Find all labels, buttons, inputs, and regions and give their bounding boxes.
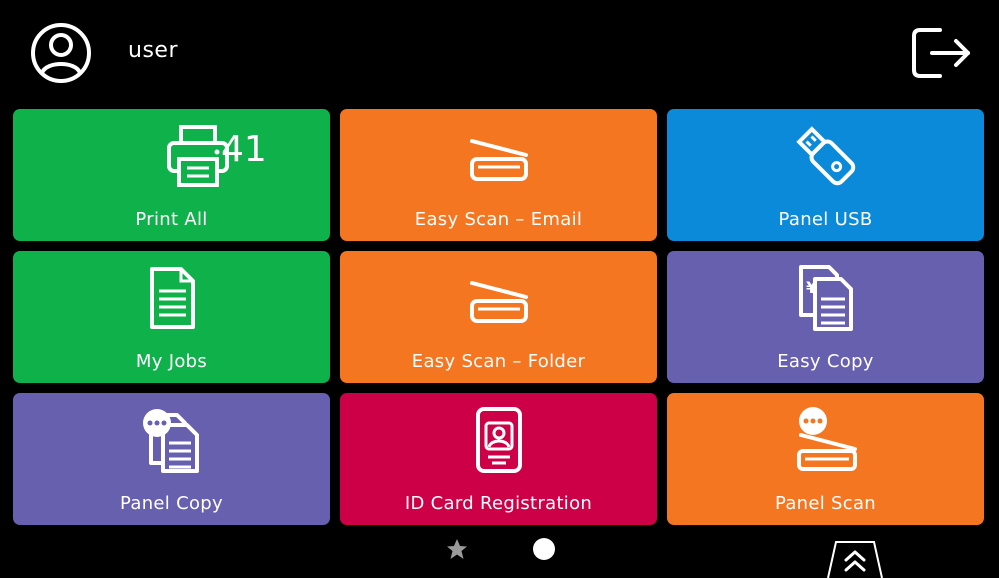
panel-copy-icon — [142, 409, 199, 473]
panel-scan-tile[interactable]: Panel Scan — [667, 393, 984, 525]
print-all-label: Print All — [135, 209, 208, 230]
easy-scan-email-tile[interactable]: Easy Scan – Email — [340, 109, 657, 241]
flatbed-scanner-icon — [469, 139, 528, 181]
id-card-registration-label: ID Card Registration — [404, 493, 593, 514]
panel-usb-tile[interactable]: Panel USB — [667, 109, 984, 241]
easy-scan-email-label: Easy Scan – Email — [414, 209, 583, 230]
id-card-icon — [475, 407, 522, 473]
panel-usb-label: Panel USB — [778, 209, 873, 230]
page-dot-icon[interactable] — [533, 538, 555, 560]
user-circle-icon[interactable] — [28, 22, 94, 84]
printer-icon — [167, 125, 229, 187]
panel-scan-label: Panel Scan — [774, 493, 877, 514]
usb-drive-icon — [795, 126, 855, 186]
easy-scan-folder-tile[interactable]: Easy Scan – Folder — [340, 251, 657, 383]
flatbed-scanner-icon — [469, 281, 528, 323]
double-chevron-up-icon[interactable] — [826, 540, 884, 578]
top-bar: user — [0, 0, 999, 105]
star-icon[interactable] — [446, 538, 468, 560]
easy-copy-label: Easy Copy — [777, 351, 874, 372]
print-job-count: 41 — [221, 129, 267, 170]
panel-copy-label: Panel Copy — [120, 493, 223, 514]
easy-scan-folder-label: Easy Scan – Folder — [411, 351, 586, 372]
panel-copy-tile[interactable]: Panel Copy — [13, 393, 330, 525]
panel-scan-icon — [796, 407, 857, 471]
document-icon — [149, 267, 195, 329]
app-tile-grid: 41 Print All Easy Scan – Email Panel USB — [13, 109, 985, 525]
svg-text:¥: ¥ — [806, 278, 817, 297]
easy-copy-tile[interactable]: ¥ Easy Copy — [667, 251, 984, 383]
my-jobs-tile[interactable]: My Jobs — [13, 251, 330, 383]
print-all-tile[interactable]: 41 Print All — [13, 109, 330, 241]
username-label: user — [128, 38, 178, 63]
copy-documents-icon: ¥ — [798, 265, 853, 331]
my-jobs-label: My Jobs — [135, 351, 208, 372]
logout-icon[interactable] — [906, 22, 974, 84]
id-card-registration-tile[interactable]: ID Card Registration — [340, 393, 657, 525]
